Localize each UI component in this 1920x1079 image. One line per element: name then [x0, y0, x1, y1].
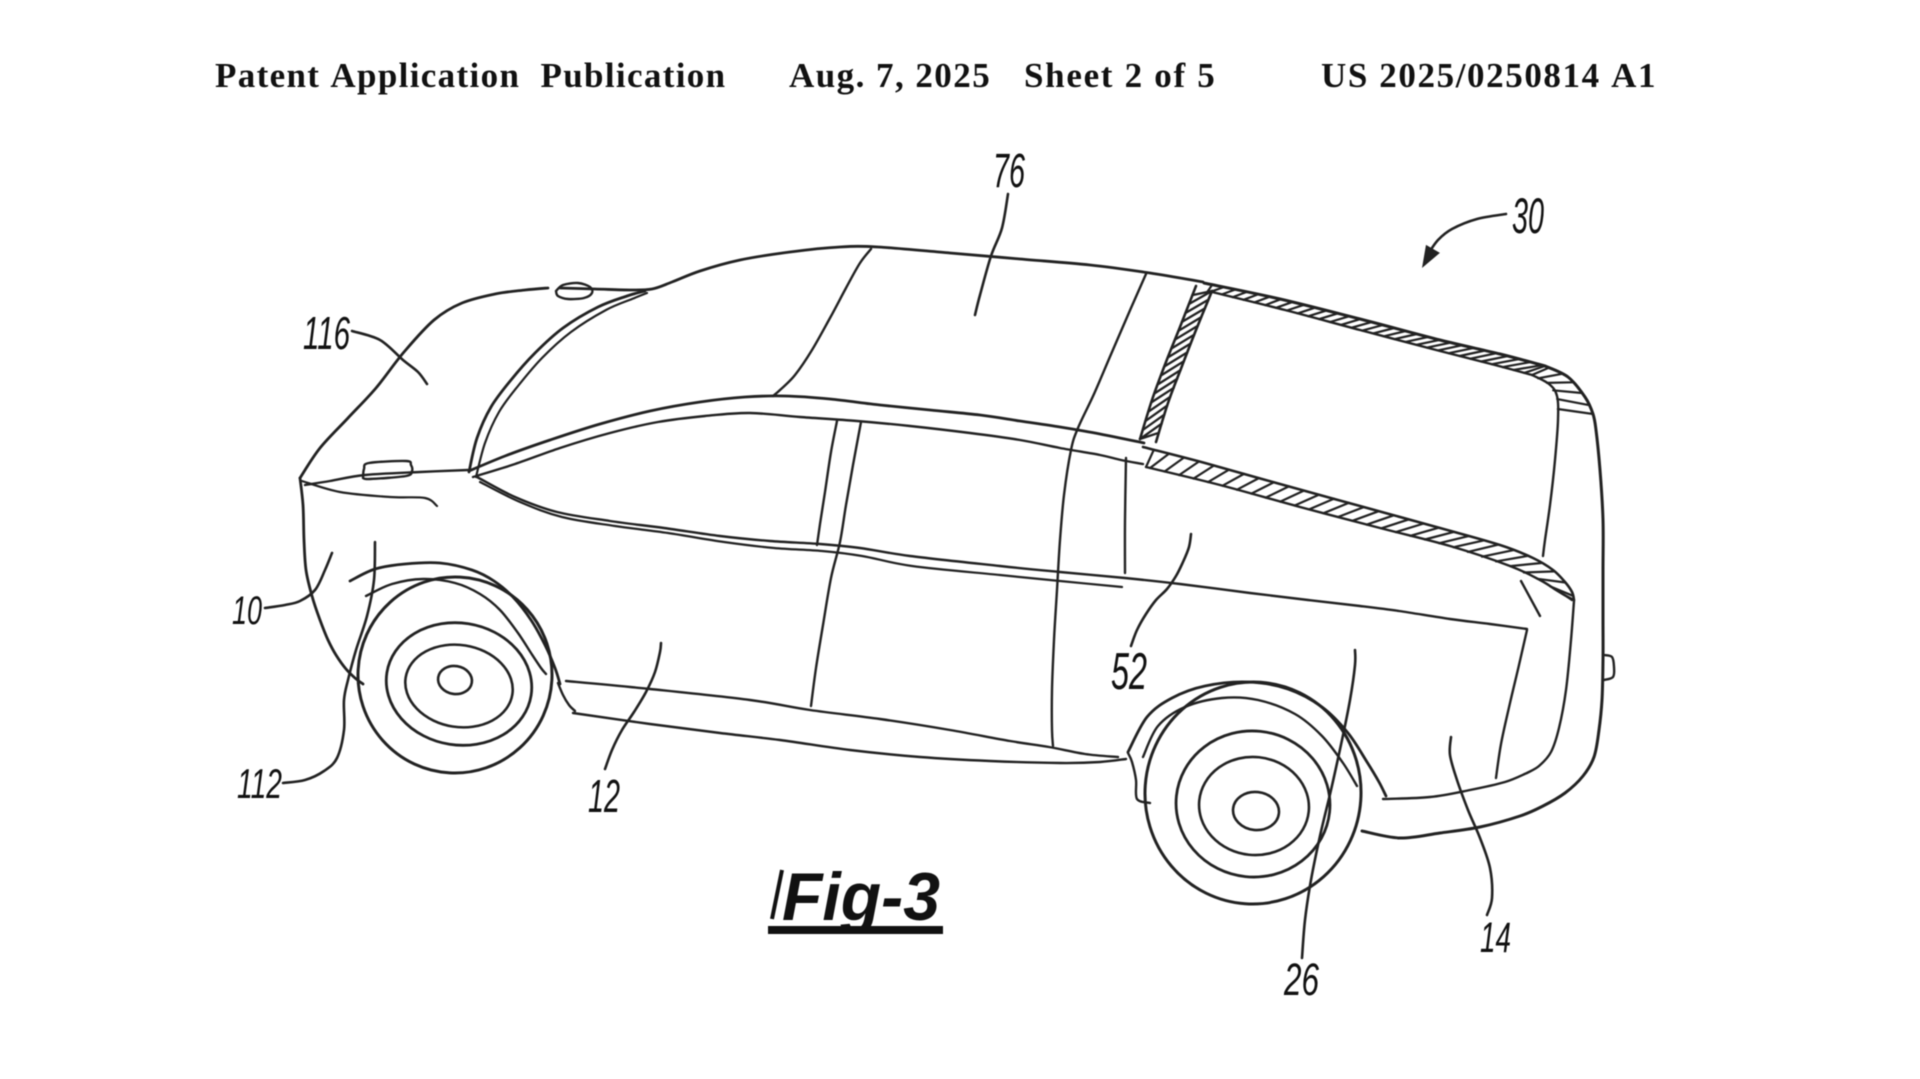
svg-text:14: 14	[1480, 914, 1511, 962]
svg-text:US 2025/0250814 A1: US 2025/0250814 A1	[1321, 56, 1657, 95]
svg-text:12: 12	[588, 770, 620, 822]
svg-text:112: 112	[237, 760, 282, 807]
svg-text:26: 26	[1283, 954, 1319, 1005]
svg-text:10: 10	[232, 589, 262, 633]
svg-text:52: 52	[1111, 643, 1147, 701]
svg-text:Fig-3: Fig-3	[782, 859, 940, 935]
svg-text:116: 116	[303, 307, 350, 359]
svg-text:Aug. 7, 2025: Aug. 7, 2025	[789, 56, 991, 95]
svg-text:76: 76	[993, 145, 1025, 198]
svg-text:Sheet 2 of 5: Sheet 2 of 5	[1024, 56, 1216, 95]
svg-text:30: 30	[1512, 188, 1544, 244]
svg-text:Patent Application Publicatio: Patent Application Publication	[215, 56, 726, 95]
